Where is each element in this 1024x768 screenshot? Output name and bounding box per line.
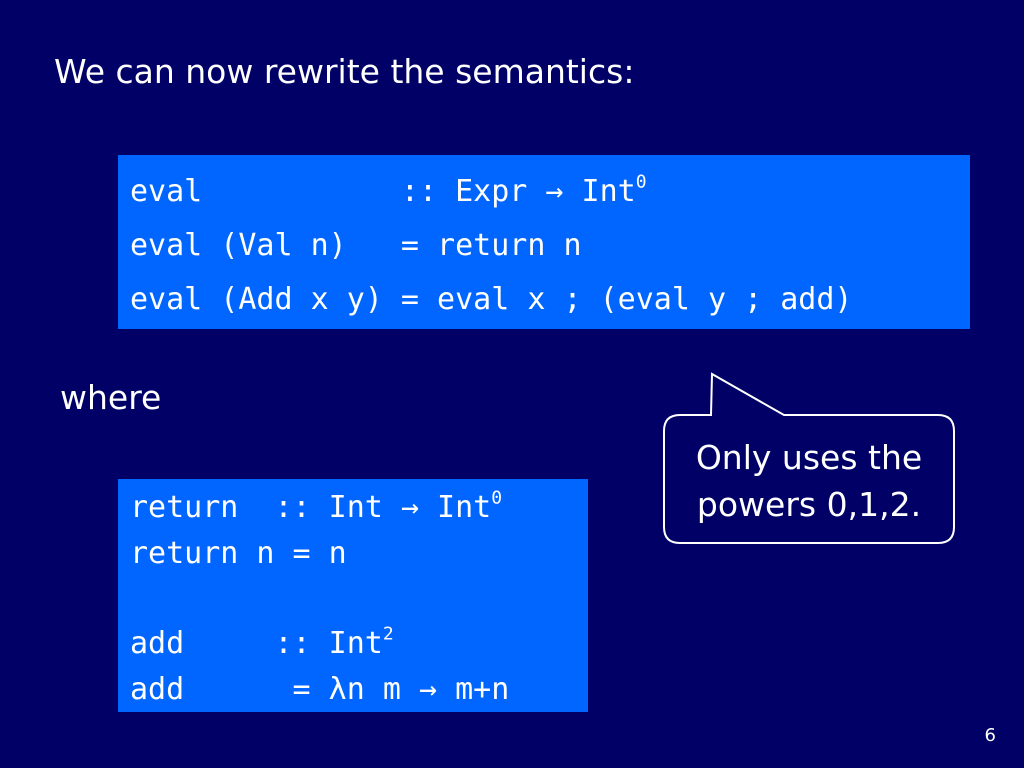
helpers-code-block: return :: Int → Int0 return n = n add ::…	[118, 479, 588, 712]
code-line-add-def: add = λn m → m+n	[130, 667, 588, 713]
arrow-symbol: →	[545, 174, 564, 209]
arrow-symbol: →	[400, 490, 419, 525]
code-line-eval-val: eval (Val n) = return n	[130, 228, 582, 263]
code-line-eval-add: eval (Add x y) = eval x ; (eval y ; add)	[130, 282, 853, 317]
code-text: Int	[419, 490, 492, 525]
code-line-add-signature: add :: Int2	[130, 621, 588, 667]
where-label: where	[60, 378, 162, 417]
eval-code-block: eval :: Expr → Int0 eval (Val n) = retur…	[118, 155, 970, 329]
code-text: add = λn m	[130, 672, 419, 707]
code-text: Int	[563, 174, 636, 209]
page-number: 6	[984, 725, 996, 746]
code-text: m+n	[437, 672, 510, 707]
code-line-return-signature: return :: Int → Int0	[130, 485, 588, 531]
code-text: add :: Int	[130, 626, 383, 661]
code-text: eval :: Expr	[130, 174, 546, 209]
code-line-return-def: return n = n	[130, 536, 347, 571]
superscript-power: 2	[382, 623, 394, 645]
callout-text: Only uses the powers 0,1,2.	[664, 434, 954, 528]
superscript-power: 0	[635, 171, 647, 193]
superscript-power: 0	[491, 487, 503, 509]
code-line-eval-signature: eval :: Expr → Int0	[130, 165, 970, 219]
code-text: return :: Int	[130, 490, 401, 525]
slide-heading: We can now rewrite the semantics:	[54, 52, 635, 91]
callout-line: powers 0,1,2.	[696, 485, 922, 524]
code-line-blank	[130, 577, 588, 621]
callout-line: Only uses the	[695, 438, 923, 477]
arrow-symbol: →	[418, 672, 438, 707]
